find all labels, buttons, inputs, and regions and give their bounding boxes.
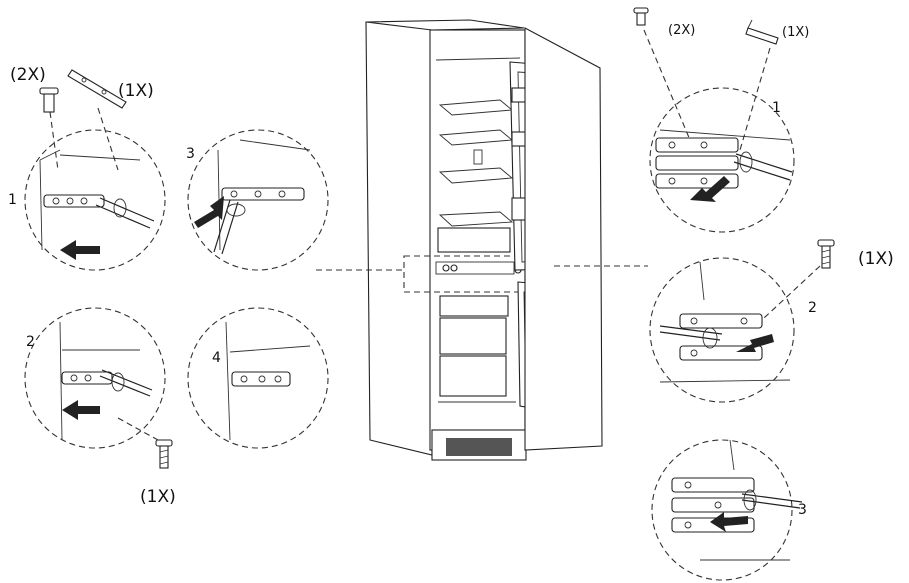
detail-left-bottom <box>24 307 166 449</box>
detail-right-top <box>649 87 795 233</box>
detail-left-mid <box>187 129 329 271</box>
bracket-icon <box>745 19 779 45</box>
detail-right-mid <box>649 257 795 403</box>
step-number: 3 <box>186 146 195 162</box>
detail-right-bottom <box>651 439 803 581</box>
step-number: 1 <box>772 100 781 116</box>
step-number: 4 <box>212 350 221 366</box>
screw-quantity-label: (1X) <box>858 249 894 269</box>
screw-icon <box>817 239 835 269</box>
screw-quantity-label: (1X) <box>140 487 176 507</box>
step-number: 2 <box>808 300 817 316</box>
bracket-icon <box>67 69 127 109</box>
screw-quantity-label: (2X) <box>668 23 695 38</box>
bracket-quantity-label: (1X) <box>782 25 809 40</box>
fridge-illustration <box>365 19 603 461</box>
screw-icon <box>39 87 59 113</box>
bracket-quantity-label: (1X) <box>118 81 154 101</box>
base-grille <box>446 438 512 456</box>
detail-left-top <box>24 129 166 271</box>
screw-quantity-label: (2X) <box>10 65 46 85</box>
step-number: 2 <box>26 334 35 350</box>
screw-icon <box>155 439 173 469</box>
screw-icon <box>633 7 649 26</box>
step-number: 3 <box>798 502 807 518</box>
step-number: 1 <box>8 192 17 208</box>
detail-left-bottom-mid <box>187 307 329 449</box>
